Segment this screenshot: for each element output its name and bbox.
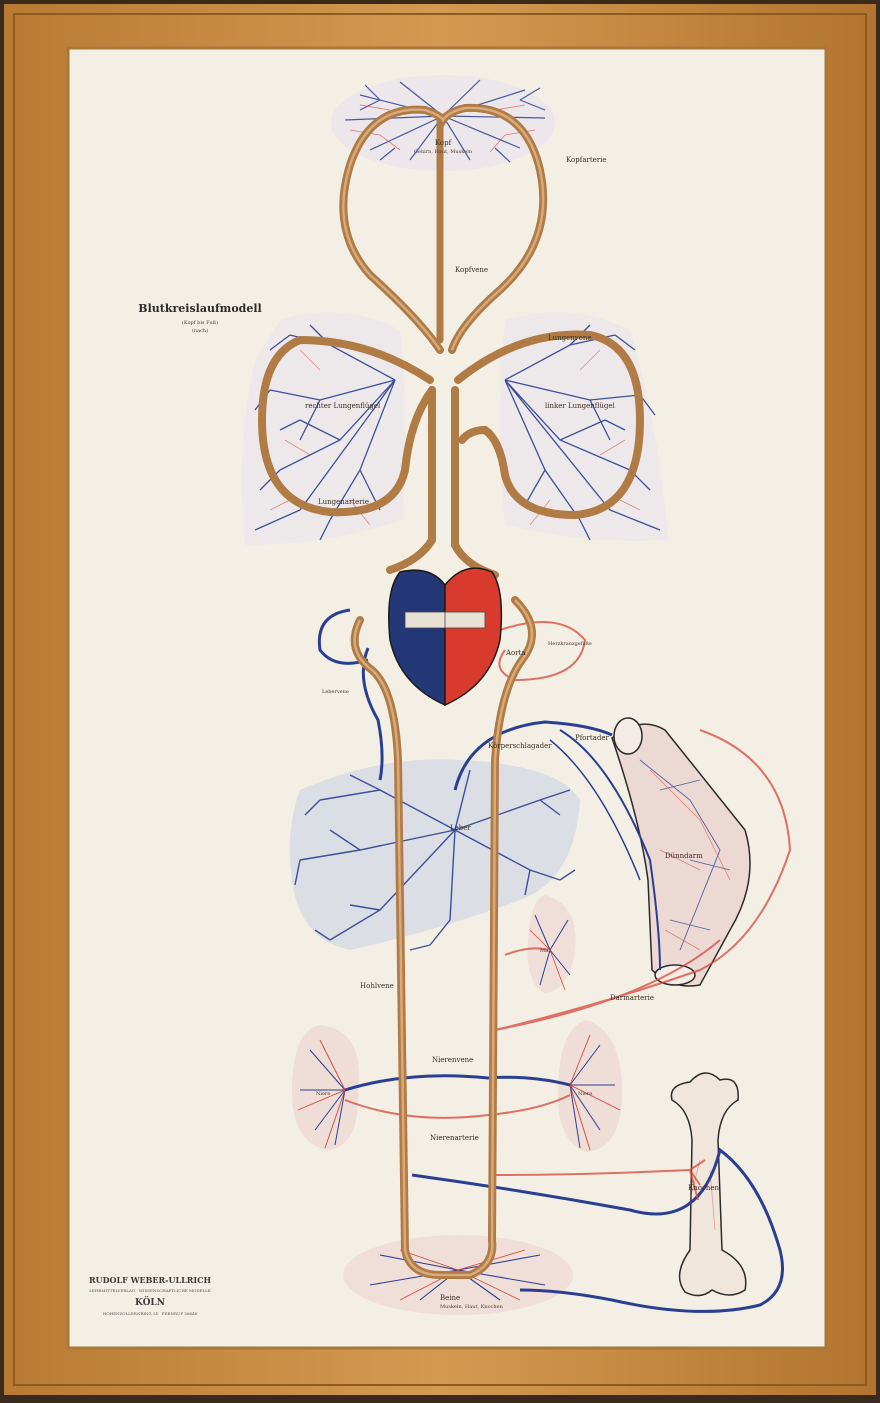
label-portal-vein: Pfortader: [575, 734, 609, 742]
label-head-artery: Kopfarterie: [566, 156, 607, 164]
label-head-note: Gehirn, Haut, Muskeln: [414, 149, 473, 155]
label-hollow-vein: Hohlvene: [360, 982, 394, 990]
publisher-line1: LEHRMITTELVERLAG · WISSENSCHAFTLICHE MOD…: [89, 1288, 211, 1293]
label-legs-note: Muskeln, Haut, Knochen: [440, 1304, 504, 1310]
label-legs: Beine: [440, 1294, 460, 1302]
label-head: Kopf: [435, 139, 453, 147]
label-spleen: Milz: [540, 948, 551, 954]
label-bone: Knochen: [688, 1184, 720, 1192]
label-heart-vessels: Herzkranzgefäße: [548, 641, 592, 647]
label-liver-vein: Lebervene: [322, 689, 349, 695]
label-renal-artery: Nierenarterie: [430, 1134, 479, 1142]
label-neck: Kopfvene: [455, 266, 488, 274]
label-lung-left: linker Lungenflügel: [545, 402, 616, 410]
poster-subtitle-2: (nach): [192, 327, 208, 334]
label-aorta: Aorta: [505, 649, 526, 657]
label-lung-right: rechter Lungenflügel: [305, 402, 381, 410]
label-kidney-right: Niere: [316, 1091, 330, 1097]
publisher-line2: HOHENZOLLERNRING 24 · FERNRUF 56648: [103, 1311, 198, 1316]
label-intestine: Dünndarm: [665, 852, 703, 860]
label-lung-vein: Lungenvene: [548, 334, 592, 342]
label-liver: Leber: [450, 824, 471, 832]
poster-subtitle: (Kopf bis Fuß): [182, 319, 218, 326]
label-intestine-artery: Darmarterie: [610, 994, 654, 1002]
label-renal-vein: Nierenvene: [432, 1056, 473, 1064]
poster-title: Blutkreislaufmodell: [138, 302, 261, 315]
label-kidney-left: Niere: [578, 1091, 592, 1097]
label-lung-artery: Lungenarterie: [318, 498, 369, 506]
label-body-artery: Körperschlagader: [488, 742, 552, 750]
publisher-name: RUDOLF WEBER-ULLRICH: [89, 1275, 212, 1285]
